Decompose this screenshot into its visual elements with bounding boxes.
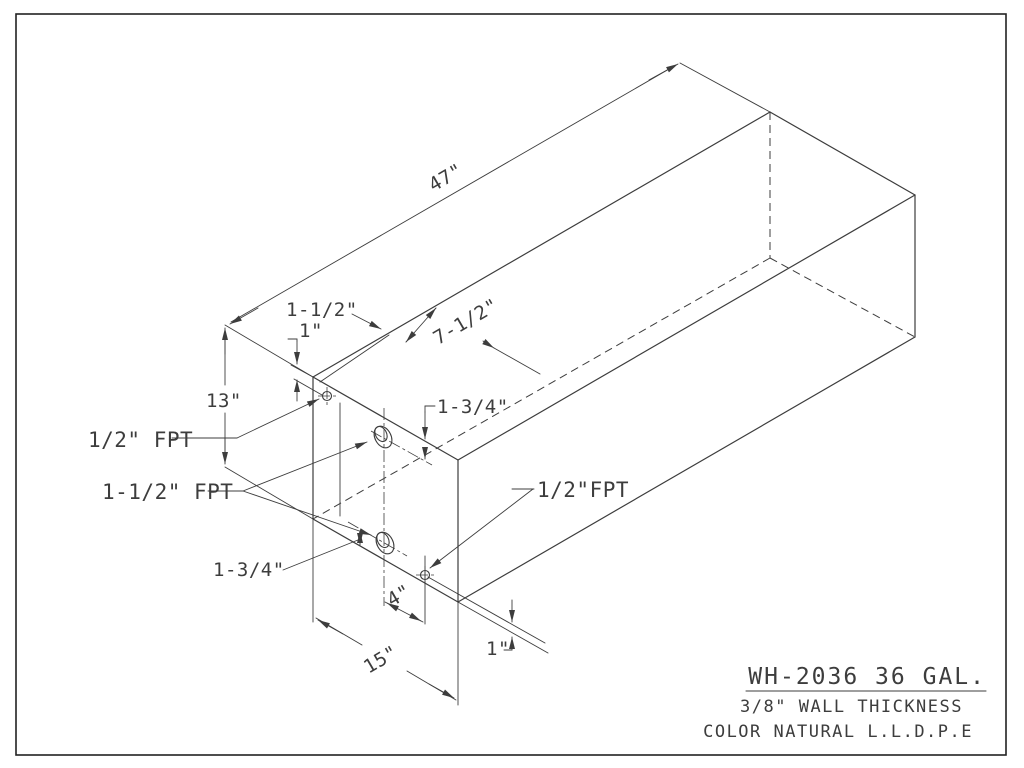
tank-outline [312, 111, 916, 603]
drawing-border [15, 13, 1007, 756]
title-wall-thickness: 3/8" WALL THICKNESS [740, 697, 963, 717]
fitting-label-half-fpt-right: 1/2"FPT [537, 478, 629, 502]
dim-4: 4" [383, 580, 424, 623]
dim-13: 13" [206, 327, 314, 520]
dim-1-3-4-upper: 1-3/4" [422, 396, 509, 460]
dim-13-label: 13" [206, 390, 242, 412]
fitting-label-1half-fpt: 1-1/2" FPT [102, 480, 233, 504]
dim-1-3-4-lower-label: 1-3/4" [213, 559, 285, 581]
dim-15-label: 15" [360, 641, 402, 678]
title-material: COLOR NATURAL L.L.D.P.E [703, 722, 973, 742]
tank-hidden-edges [312, 112, 916, 520]
title-block: WH-2036 36 GAL. 3/8" WALL THICKNESS COLO… [703, 664, 987, 742]
dim-1-top: 1" [287, 320, 323, 402]
title-model: WH-2036 36 GAL. [748, 664, 986, 690]
dim-1half-top-label: 1-1/2" [286, 299, 358, 321]
dim-1half-top: 1-1/2" [286, 299, 437, 383]
dim-7half: 7-1/2" [429, 294, 541, 375]
dim-1-bottom: 1" [427, 576, 549, 660]
fitting-centerlines [339, 402, 433, 625]
label-1half-fpt: 1-1/2" FPT [102, 441, 372, 536]
fitting-1half-fpt-lower [375, 531, 395, 555]
dim-4-label: 4" [383, 580, 415, 611]
label-half-fpt-right: 1/2"FPT [429, 478, 629, 569]
label-half-fpt-left: 1/2" FPT [88, 398, 320, 452]
dim-1-bottom-label: 1" [486, 638, 510, 660]
dim-1-top-label: 1" [299, 320, 323, 342]
fitting-half-fpt-top [318, 387, 336, 405]
dim-47-label: 47" [425, 159, 467, 196]
fitting-label-half-fpt-left: 1/2" FPT [88, 428, 193, 452]
dim-1-3-4-upper-label: 1-3/4" [437, 396, 509, 418]
dim-15: 15" [312, 518, 459, 706]
fitting-1half-fpt-upper [373, 425, 393, 449]
dim-1-3-4-lower: 1-3/4" [213, 530, 363, 581]
